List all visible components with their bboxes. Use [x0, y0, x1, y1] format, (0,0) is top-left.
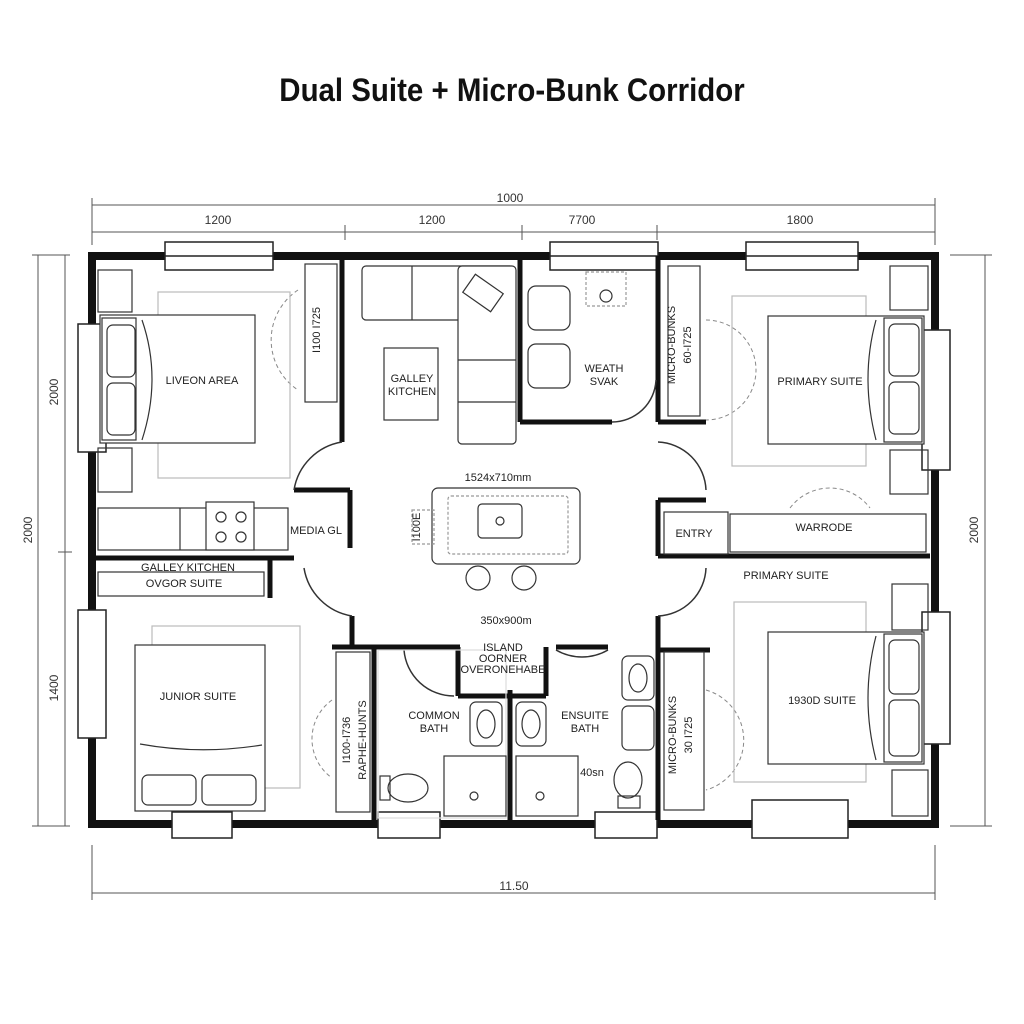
living-area-furniture [97, 263, 338, 493]
dim-right-1: 2000 [967, 516, 981, 543]
note-micro-bunks-bottom-right-dim: 30 I725 [683, 717, 695, 754]
room-wash-line1: WEATH [585, 363, 624, 375]
dim-top-overall: 1000 [497, 191, 524, 205]
room-entry: ENTRY [675, 528, 713, 540]
primary-suite-furniture [667, 265, 929, 495]
note-island-left: I100E [411, 513, 423, 542]
room-bottom-right-suite: 1930D SUITE [788, 695, 856, 707]
dim-top-2: 1200 [419, 213, 446, 227]
wash-fixtures [527, 271, 627, 389]
interior-walls [96, 256, 930, 820]
window-bottom-right [751, 799, 849, 839]
kitchen-island [411, 487, 581, 591]
room-primary-suite-label: PRIMARY SUITE [743, 570, 828, 582]
room-island-line1: ISLAND [483, 642, 523, 654]
door-swings-dashed [270, 289, 871, 791]
note-micro-bunks-bottom-left: RAPHE-HUNTS [357, 700, 369, 779]
note-micro-bunks-top: MICRO-BUNKS [666, 306, 678, 384]
dim-top-3: 7700 [569, 213, 596, 227]
room-galley-kitchen-line1: GALLEY [391, 373, 434, 385]
window-bottom-mid1 [377, 811, 441, 839]
window-bottom-left [171, 811, 233, 839]
dim-bottom: 11.50 [499, 879, 528, 893]
room-ensuite-bath-line2: BATH [571, 723, 600, 735]
room-ensuite-bath-line1: ENSUITE [561, 710, 609, 722]
wardrobe [663, 511, 927, 555]
dim-top-4: 1800 [787, 213, 814, 227]
note-micro-bunks-bottom-right: MICRO-BUNKS [667, 696, 679, 774]
kitchen-counter [97, 501, 289, 551]
plan-title: Dual Suite + Micro-Bunk Corridor [279, 72, 745, 108]
note-micro-bunks-top-dim: 60-I725 [682, 326, 694, 363]
note-micro-bunks-bottom-left-dim: I100-I736 [341, 717, 353, 763]
dim-top-1: 1200 [205, 213, 232, 227]
room-primary-suite-top: PRIMARY SUITE [777, 376, 862, 388]
room-wash-line2: SVAK [590, 376, 619, 388]
room-common-bath-line1: COMMON [408, 710, 459, 722]
room-galley-kitchen-2: GALLEY KITCHEN [141, 562, 235, 574]
window-right-upper [921, 329, 951, 471]
door-swings [293, 379, 707, 697]
note-ensuite: 40sn [580, 767, 604, 779]
window-bottom-mid2 [594, 811, 658, 839]
note-island-size: 1524x710mm [465, 472, 532, 484]
room-galley-kitchen-line2: KITCHEN [388, 386, 436, 398]
room-living-area: LIVEON AREA [166, 375, 239, 387]
dim-left-1: 2000 [47, 378, 61, 405]
bottom-right-suite-furniture [335, 583, 929, 817]
room-overflow-suite: OVGOR SUITE [146, 578, 222, 590]
exterior-wall [88, 252, 939, 828]
note-hall-size: 350x900m [480, 615, 531, 627]
bath-fixtures [377, 649, 655, 819]
room-junior-suite: JUNIOR SUITE [160, 691, 236, 703]
room-common-bath-line2: BATH [420, 723, 449, 735]
note-top-left: I100 I725 [311, 307, 323, 353]
sofa [361, 265, 517, 445]
window-left-lower [77, 609, 107, 739]
junior-suite-furniture [97, 571, 301, 812]
window-right-lower [921, 611, 951, 745]
room-wardrobe: WARRODE [795, 522, 852, 534]
dimension-lines [32, 198, 992, 900]
dim-left-3: 1400 [47, 674, 61, 701]
room-island-line2: OORNER [479, 653, 527, 665]
room-island-line3: OVERONEHABE [461, 664, 546, 676]
dim-left-2: 2000 [21, 516, 35, 543]
room-media: MEDIA GL [290, 525, 342, 537]
